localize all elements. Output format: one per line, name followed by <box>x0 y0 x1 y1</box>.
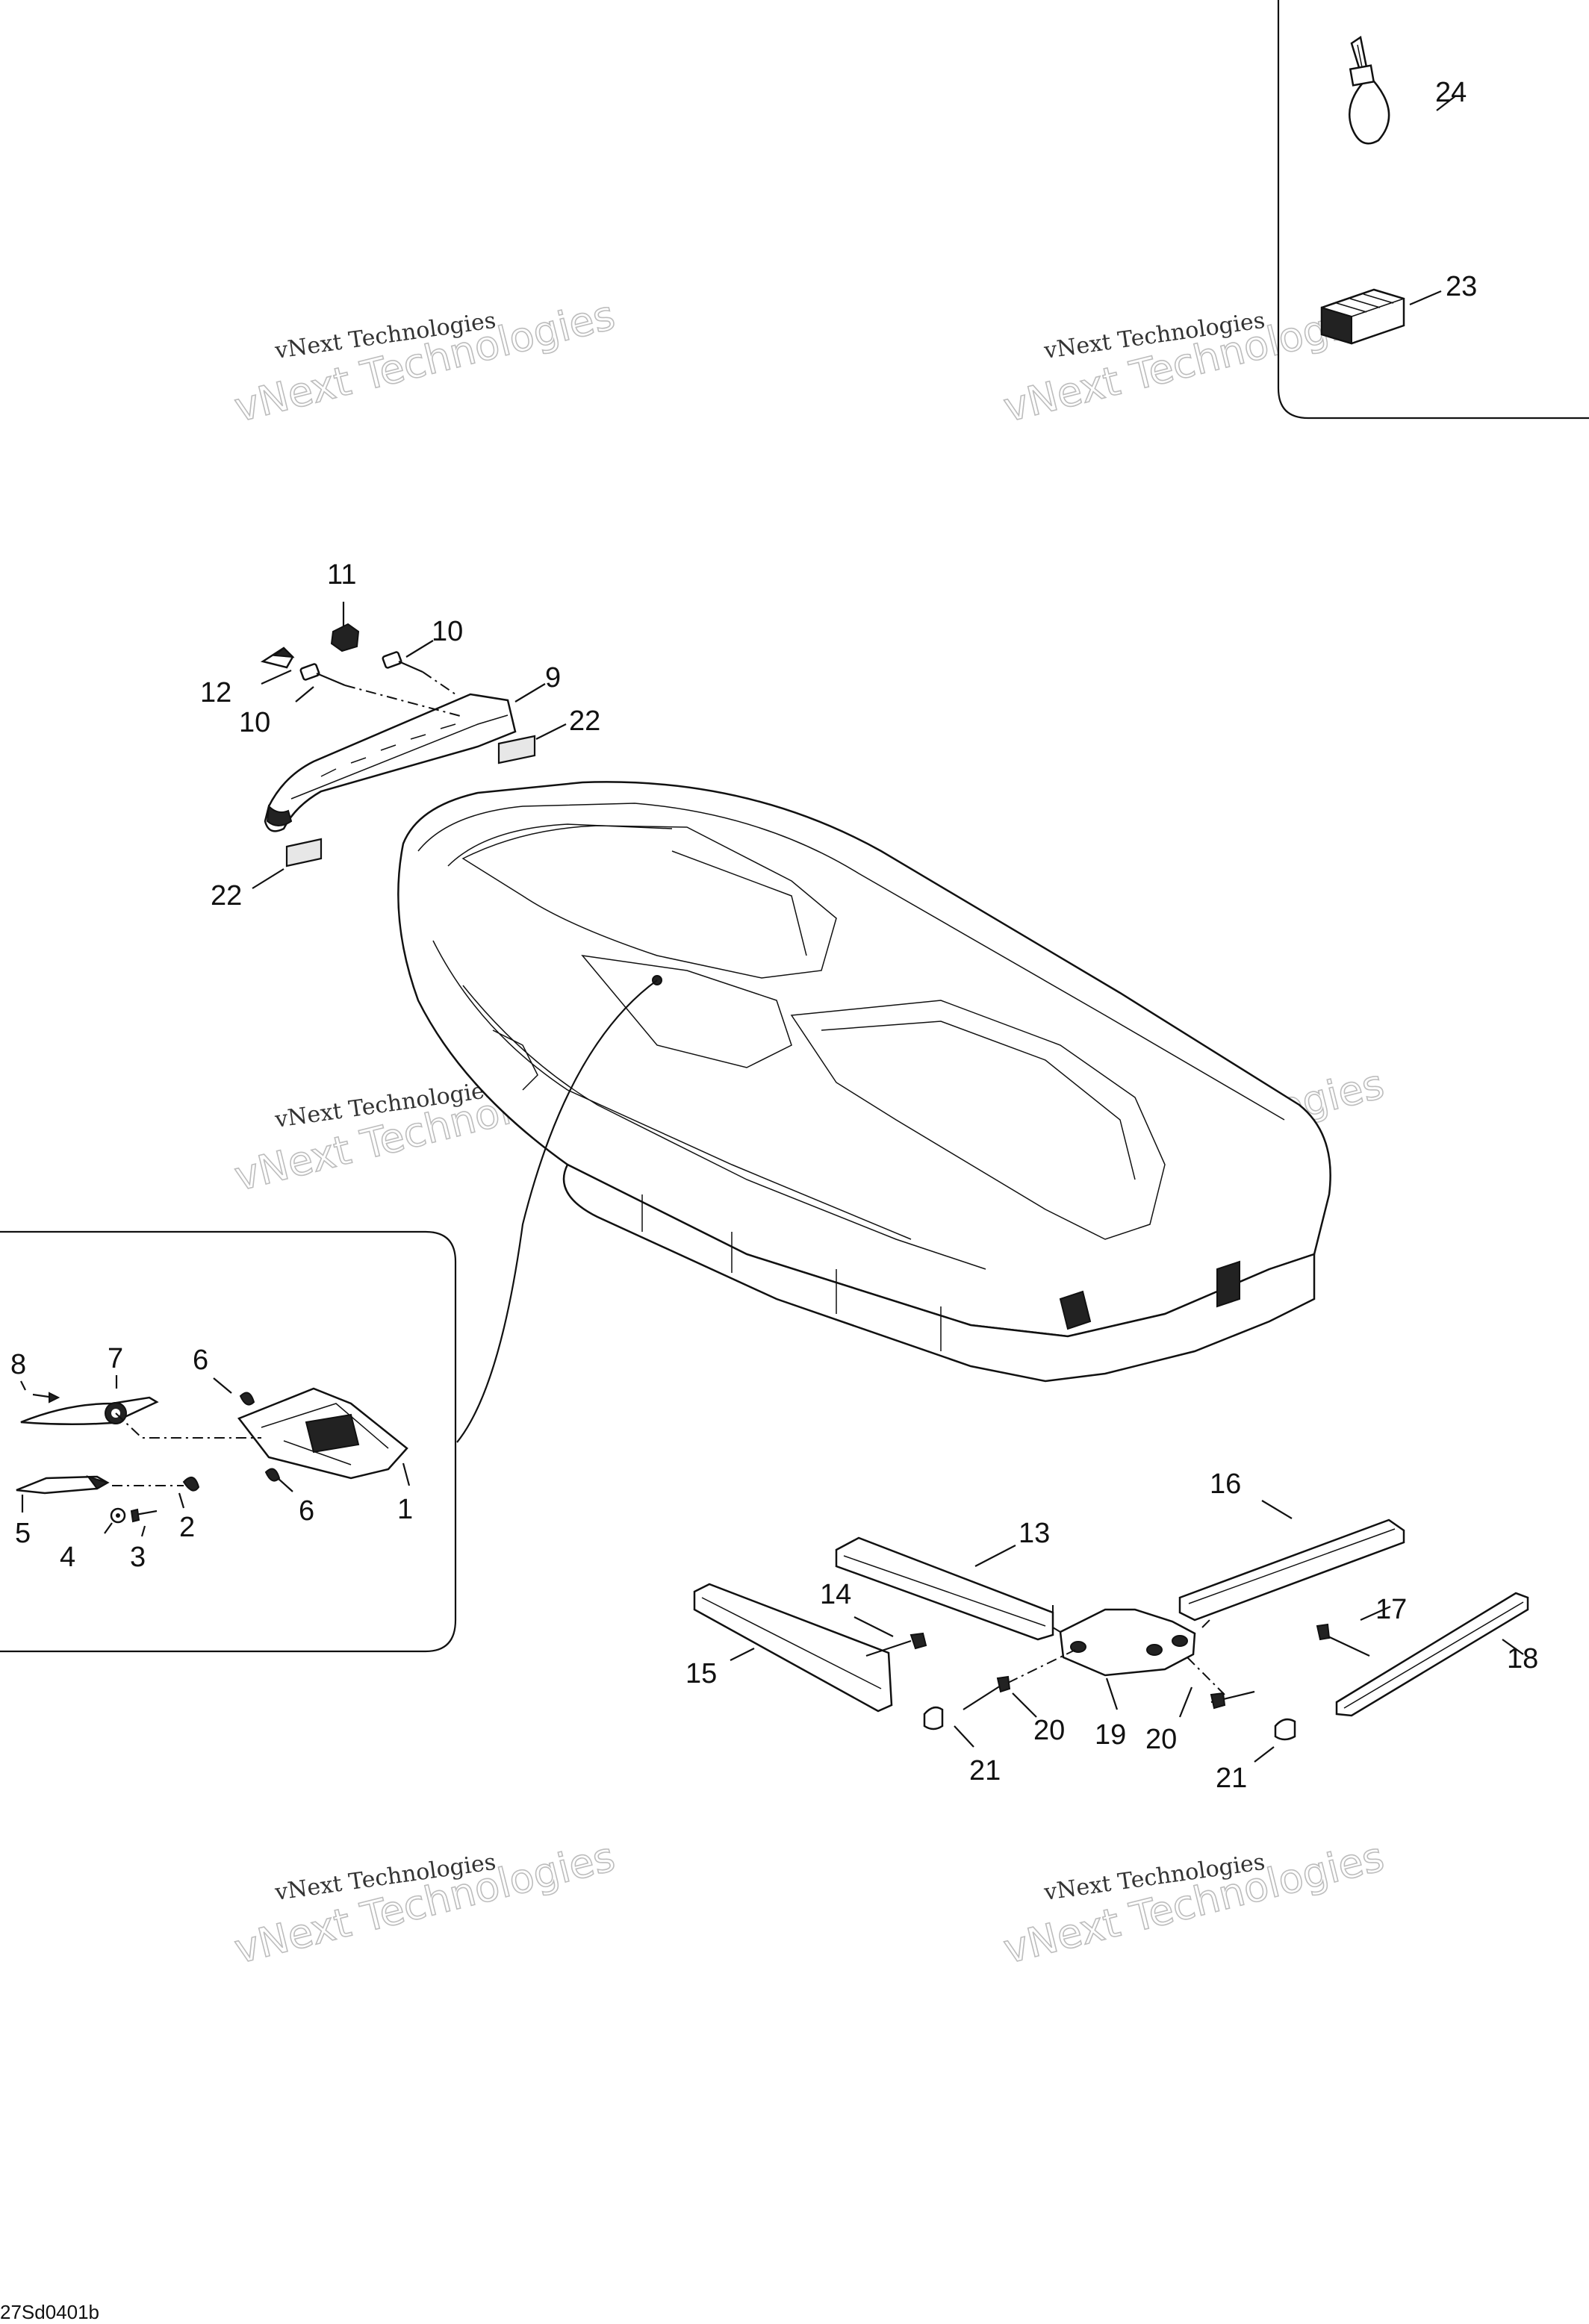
rivet-part <box>264 1468 281 1482</box>
callout-14: 14 <box>820 1579 851 1610</box>
screw-part <box>299 663 346 687</box>
watermark-bottom-right: vNext Technologies vNext Technologies <box>998 1832 1389 1973</box>
callout-10: 10 <box>432 616 463 647</box>
callout-23: 23 <box>1446 271 1477 302</box>
cap-part <box>1274 1718 1296 1741</box>
callout-labels: 1 2 3 4 5 6 6 7 8 9 10 10 11 12 13 14 15… <box>10 77 1538 1794</box>
callout-12: 12 <box>200 677 231 708</box>
callout-21: 21 <box>1216 1763 1247 1794</box>
inset-box-accessories <box>1277 0 1589 420</box>
rivet-part <box>865 1632 927 1657</box>
dash-line <box>344 671 464 717</box>
vent-cover-part <box>237 1387 408 1480</box>
dash-line <box>1052 1605 1210 1633</box>
vent-fin-part <box>20 1396 159 1426</box>
rivet-part <box>963 1675 1011 1710</box>
screw-part <box>130 1508 158 1523</box>
callout-leaders <box>20 95 1524 1763</box>
callout-15: 15 <box>685 1658 717 1689</box>
bumper-rail-part <box>835 1536 1054 1641</box>
corner-bumper-part <box>1059 1608 1196 1677</box>
leader-line <box>456 979 658 1443</box>
callout-11: 11 <box>327 559 356 591</box>
callout-22: 22 <box>569 705 600 737</box>
screw-part <box>382 651 423 673</box>
rivet-part <box>1210 1690 1255 1710</box>
callout-8: 8 <box>10 1349 26 1380</box>
callout-17: 17 <box>1375 1594 1407 1625</box>
rivet-part <box>239 1392 255 1406</box>
dash-line <box>115 1412 261 1439</box>
callout-5: 5 <box>15 1518 31 1549</box>
connector-part <box>1320 288 1405 345</box>
callout-20: 20 <box>1033 1715 1065 1746</box>
callout-13: 13 <box>1019 1518 1050 1549</box>
bumper-rail-part <box>1335 1592 1529 1717</box>
dash-line <box>1007 1649 1225 1695</box>
cap-part <box>260 647 295 669</box>
callout-1: 1 <box>397 1494 413 1525</box>
callout-19: 19 <box>1095 1719 1126 1751</box>
callout-6: 6 <box>193 1345 208 1376</box>
bumper-rail-part <box>693 1583 893 1713</box>
bumper-rail-part <box>1178 1518 1405 1621</box>
callout-24: 24 <box>1435 77 1467 108</box>
callout-3: 3 <box>130 1542 146 1573</box>
callout-7: 7 <box>108 1343 123 1374</box>
vent-blade-part <box>16 1475 110 1495</box>
watermark-top-left: vNext Technologies vNext Technologies <box>229 290 620 432</box>
watermark-bottom-left: vNext Technologies vNext Technologies <box>229 1832 620 1973</box>
sticker-part <box>285 838 323 867</box>
callout-20: 20 <box>1145 1724 1177 1755</box>
pin-part <box>32 1392 60 1404</box>
cable-tie-part <box>1349 35 1390 145</box>
callout-6: 6 <box>299 1495 314 1527</box>
drawing-code: 27Sd0401b <box>0 2301 99 2323</box>
hull-body-part <box>397 781 1331 1383</box>
cap-part <box>923 1706 944 1730</box>
callout-18: 18 <box>1507 1643 1538 1675</box>
nut-part <box>330 623 360 652</box>
callout-4: 4 <box>60 1542 75 1573</box>
inset-box-vent <box>0 1230 457 1653</box>
rivet-part <box>1316 1623 1370 1657</box>
callout-22: 22 <box>211 880 242 912</box>
callout-2: 2 <box>179 1512 195 1543</box>
callout-9: 9 <box>545 662 561 694</box>
rivet-part <box>182 1476 200 1492</box>
callout-10: 10 <box>239 707 270 738</box>
callout-16: 16 <box>1210 1468 1241 1500</box>
callout-21: 21 <box>969 1755 1001 1786</box>
grab-handle-part <box>264 693 517 832</box>
sticker-part <box>497 735 536 764</box>
washer-part <box>110 1507 126 1524</box>
